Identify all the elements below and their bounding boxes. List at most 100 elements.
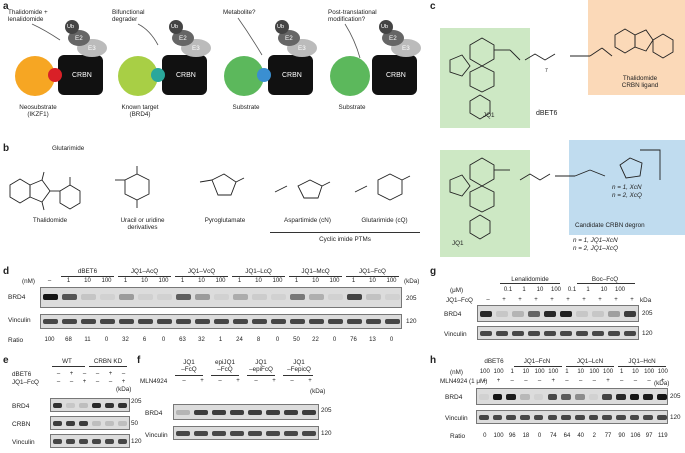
degron-label: Candidate CRBN degron (575, 222, 645, 229)
vinculin-band (492, 415, 503, 420)
sign: + (272, 378, 276, 384)
jq1-label-1: JQ1 (483, 112, 495, 119)
brd4-band (576, 311, 588, 317)
vinculin-band (576, 331, 588, 336)
dose-label: 100 (329, 278, 340, 284)
h-nm-label: (nM) (450, 369, 463, 376)
h-group-lcn: JQ1–LcN (576, 358, 604, 365)
g-mw-205: 205 (642, 310, 653, 317)
e3-label-4: E3 (402, 45, 410, 52)
crbn-band (118, 421, 127, 426)
d-group-header: JQ1–LcQ (245, 268, 272, 275)
f-kda: (kDa) (310, 388, 326, 395)
sign: + (566, 297, 570, 303)
vinculin-band (385, 319, 400, 324)
complex-4 (330, 20, 421, 96)
vinculin-band (105, 439, 114, 444)
d-mw-120: 120 (406, 318, 417, 325)
ratio-value: 0 (332, 337, 337, 343)
brd4-band (290, 294, 305, 300)
e-row-crbn: CRBN (12, 421, 31, 428)
d-kda: (kDa) (404, 278, 420, 285)
e2-label-2: E2 (179, 35, 187, 42)
vinculin-band (544, 331, 556, 336)
dose-label: 10 (198, 278, 205, 284)
e-mw-205: 205 (131, 398, 142, 405)
sign: + (550, 297, 554, 303)
f-group-4: JQ1 –FepicQ (287, 359, 311, 373)
thalidomide-ligand-label: Thalidomide CRBN ligand (621, 75, 659, 89)
brd4-band (92, 403, 101, 408)
ratio-value: 11 (84, 337, 91, 343)
d-group-header: JQ1–AcQ (130, 268, 159, 275)
crbn-band (66, 421, 75, 426)
vinculin-band (302, 431, 316, 436)
dose-label: 10 (600, 287, 608, 293)
dose-label: 100 (603, 369, 614, 375)
e-row-brd4: BRD4 (12, 403, 30, 410)
dose-label: 100 (386, 278, 397, 284)
vinculin-band (643, 415, 654, 420)
e-mw-120: 120 (131, 438, 142, 445)
g-blot-vinculin (477, 326, 639, 340)
sign: + (582, 297, 586, 303)
g-row-vinculin: Vinculin (444, 331, 467, 338)
dose-label: – (47, 278, 52, 284)
ptm-group-label: Cyclic imide PTMs (319, 236, 371, 243)
vinculin-band (195, 319, 210, 324)
brd4-band (157, 294, 172, 300)
sign: – (182, 378, 186, 384)
sign: – (620, 378, 624, 384)
ratio-value: 0 (537, 433, 542, 439)
dose-label: 100 (548, 369, 559, 375)
brd4-band (105, 403, 114, 408)
sign: – (95, 371, 100, 377)
brd4-band (492, 394, 503, 400)
h-mw-120: 120 (670, 414, 681, 421)
vinculin-band (657, 415, 667, 420)
dose-label: 1 (294, 278, 299, 284)
vinculin-band (608, 331, 620, 336)
sign: – (565, 378, 569, 384)
brd4-band (302, 410, 316, 415)
brd4-band (53, 403, 62, 408)
complex-2 (118, 20, 211, 96)
sign: – (95, 379, 100, 385)
h-ratio-label: Ratio (450, 433, 466, 440)
dose-label: 100 (644, 369, 655, 375)
brd4-band (574, 394, 585, 400)
glutarimide-name: Glutarimide (cQ) (361, 217, 408, 224)
d-group-line (118, 276, 171, 277)
ratio-value: 106 (630, 433, 641, 439)
substrate-label-4: Substrate (338, 104, 366, 111)
vinculin-band (629, 415, 640, 420)
vinculin-band (138, 319, 153, 324)
e2-label-1: E2 (75, 35, 83, 42)
thalidomide-structure (9, 171, 81, 211)
vinculin-band (212, 431, 226, 436)
f-row-brd4: BRD4 (145, 410, 163, 417)
dose-label: 10 (312, 278, 319, 284)
brd4-band (608, 311, 620, 317)
ratio-value: 119 (657, 433, 668, 439)
brd4-band (547, 394, 558, 400)
g-group-bocfcq: Boc–FcQ (591, 276, 619, 283)
ratio-value: 22 (312, 337, 319, 343)
e-signs-jq1fcq: ––+––+ (52, 379, 130, 385)
ub-label-4: Ub (381, 24, 389, 30)
sign: + (200, 378, 204, 384)
vinculin-band (624, 331, 636, 336)
d-group-line (289, 276, 342, 277)
brd4-band (602, 394, 612, 400)
brd4-band (616, 394, 626, 400)
brd4-band (176, 294, 191, 300)
brd4-band (479, 394, 489, 400)
sign: – (633, 378, 638, 384)
h-row-brd4: BRD4 (445, 394, 463, 401)
sign: + (614, 297, 618, 303)
vinculin-band (560, 331, 572, 336)
brd4-band (544, 311, 556, 317)
ratio-value: 2 (592, 433, 597, 439)
e-col-crbnkd: CRBN KD (93, 358, 123, 365)
d-group-header: JQ1–FcQ (359, 268, 386, 275)
